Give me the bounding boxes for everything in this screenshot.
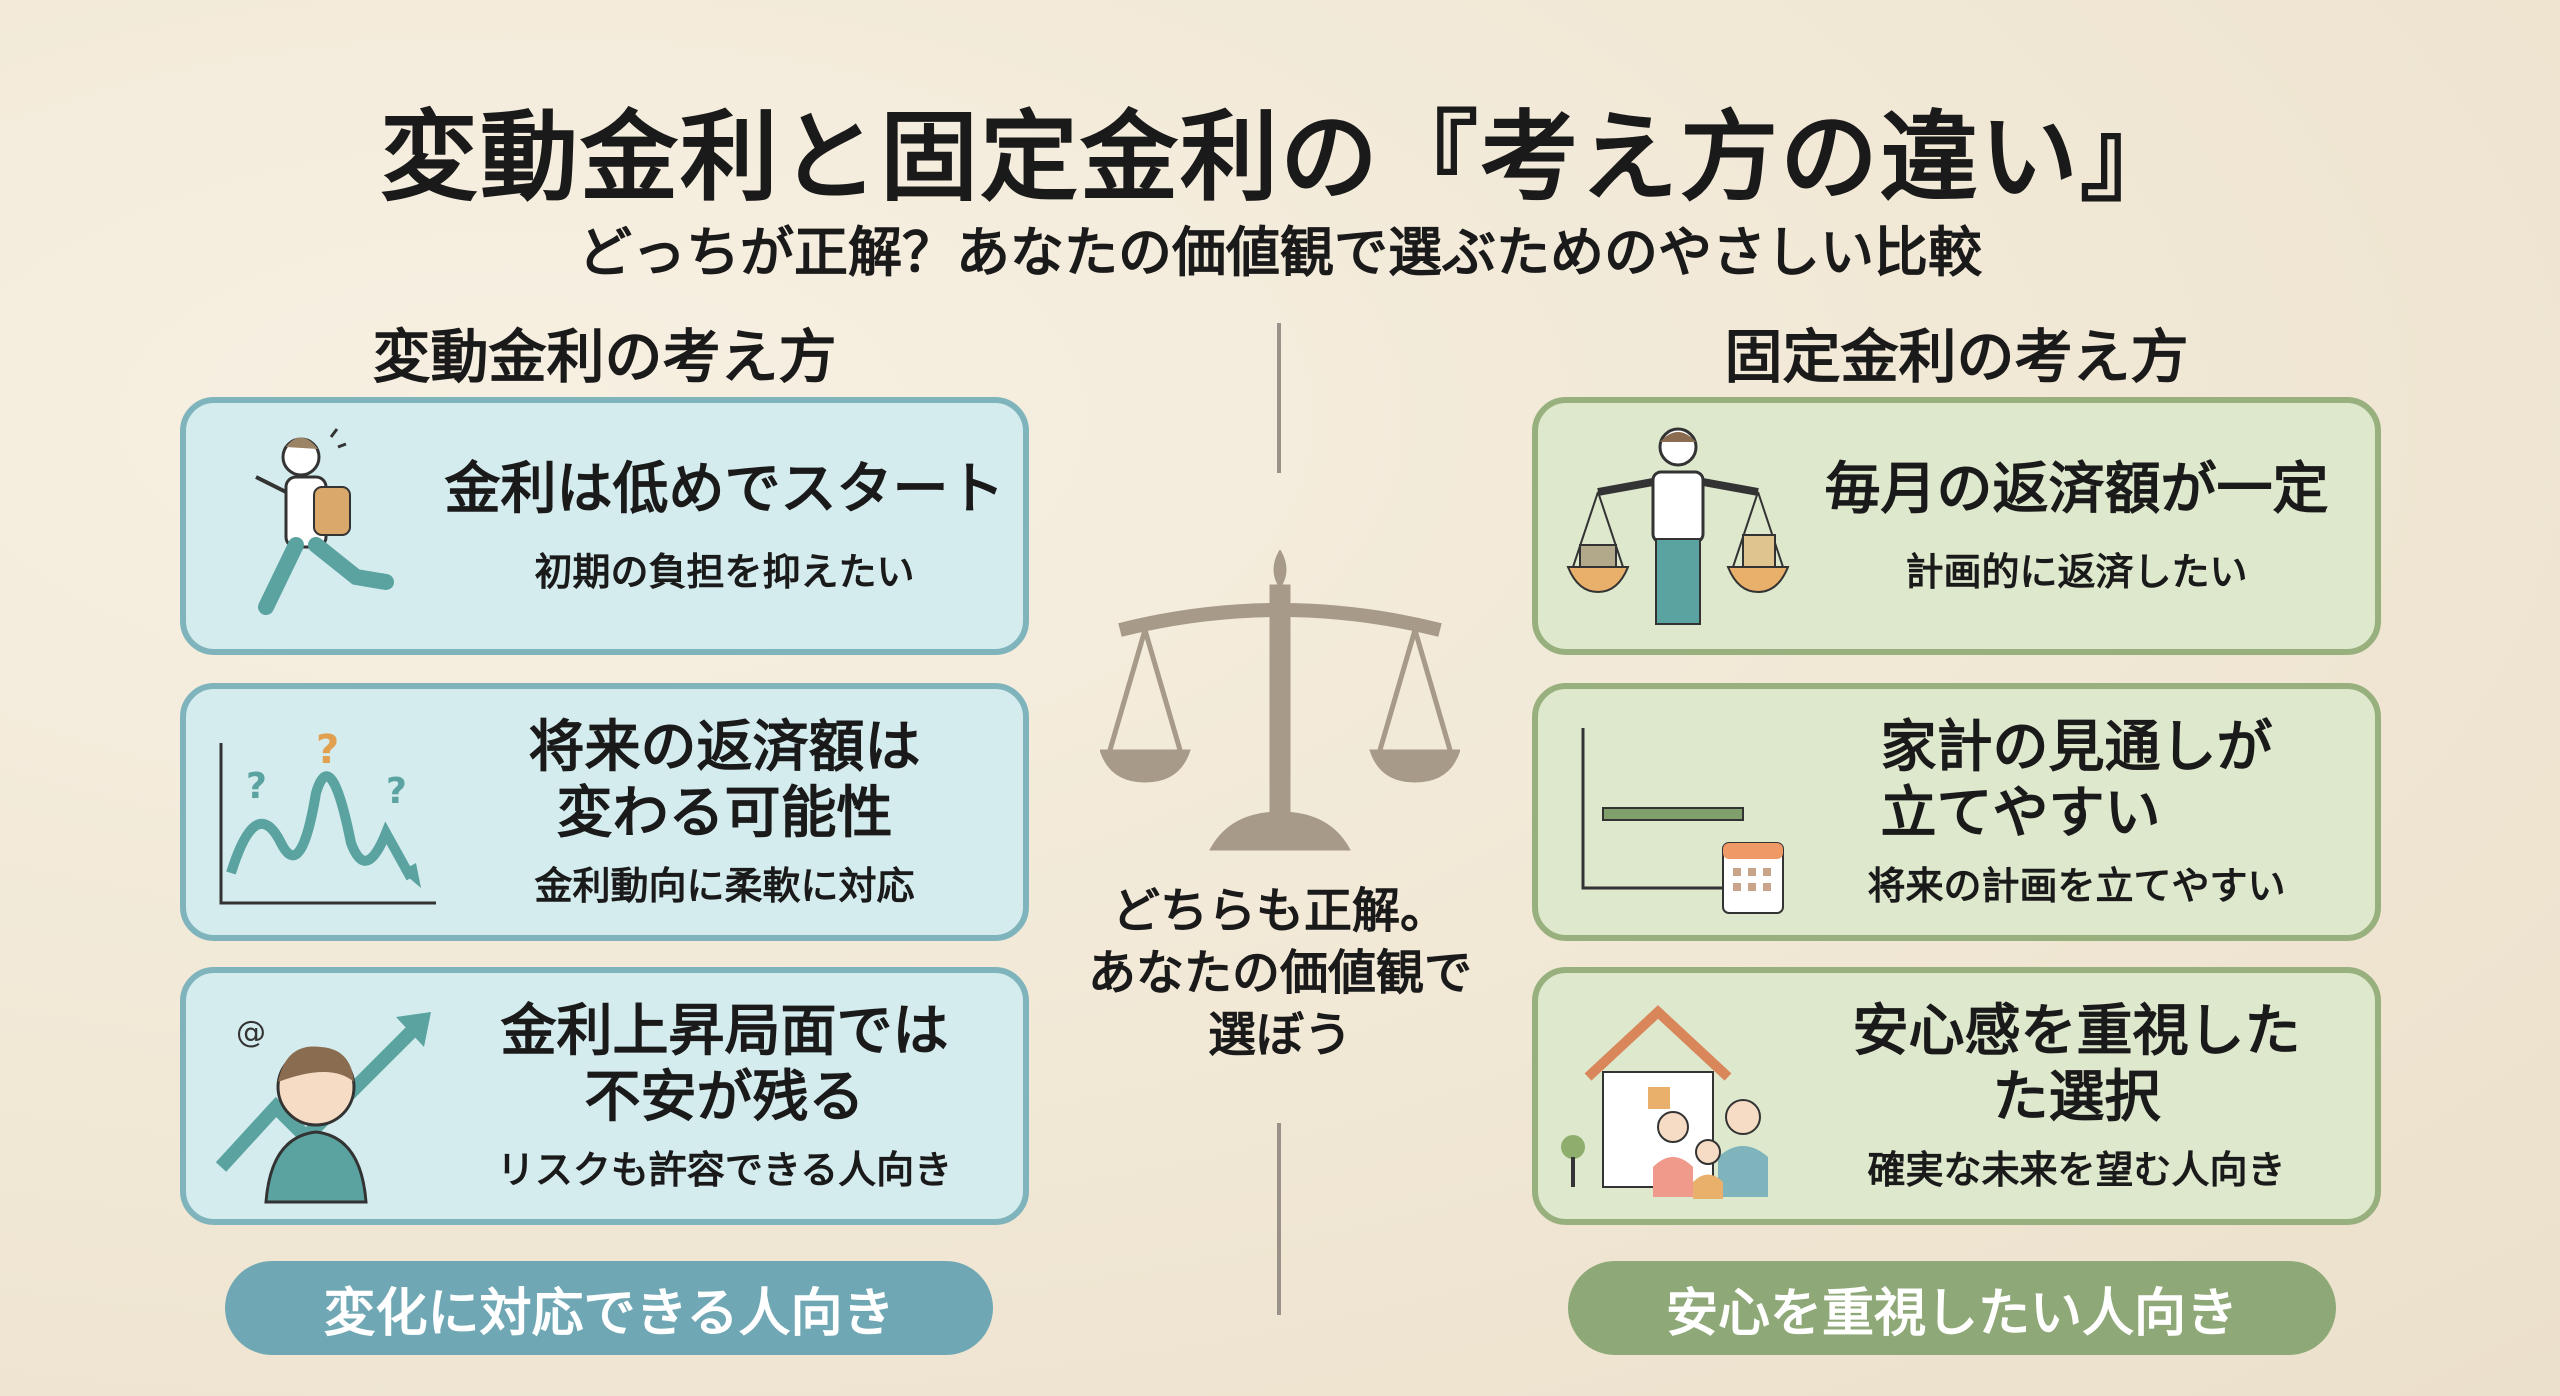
card-subtitle: 金利動向に柔軟に対応 — [534, 863, 915, 908]
svg-text:?: ? — [246, 766, 267, 807]
left-heading: 変動金利の考え方 — [372, 323, 837, 391]
card-title: 金利上昇局面では 不安が残る — [500, 998, 949, 1130]
fixed-card-3: 安心感を重視した た選択確実な未来を望む人向き — [1532, 967, 2381, 1225]
fixed-card-2: 家計の見通しが 立てやすい将来の計画を立てやすい — [1532, 683, 2381, 941]
page-subtitle: どっちが正解？あなたの価値観で選ぶためのやさしい比較 — [578, 221, 1982, 284]
center-divider-bottom — [1277, 1123, 1281, 1315]
fixed-summary-pill: 安心を重視したい人向き — [1568, 1261, 2336, 1355]
family-house-icon — [1561, 1005, 1768, 1199]
variable-card-2: ? ? ? 将来の返済額は 変わる可能性金利動向に柔軟に対応 — [180, 683, 1029, 941]
fluctuating-chart-icon: ? ? ? — [219, 727, 436, 905]
card-subtitle: 将来の計画を立てやすい — [1867, 863, 2286, 908]
svg-text:?: ? — [316, 727, 339, 773]
variable-card-1: 金利は低めでスタート初期の負担を抑えたい — [180, 397, 1029, 655]
person-balance-icon — [1566, 427, 1790, 625]
worried-person-rising-arrow-icon: @ — [215, 1012, 431, 1204]
card-title: 家計の見通しが 立てやすい — [1880, 714, 2273, 846]
svg-text:@: @ — [236, 1015, 266, 1050]
right-heading: 固定金利の考え方 — [1724, 323, 2189, 391]
running-person-icon — [255, 428, 394, 615]
center-divider-top — [1277, 323, 1281, 473]
card-title: 毎月の返済額が一定 — [1824, 456, 2329, 522]
card-title: 金利は低めでスタート — [444, 456, 1005, 522]
card-subtitle: リスクも許容できる人向き — [496, 1147, 953, 1192]
variable-summary-pill: 変化に対応できる人向き — [225, 1261, 993, 1355]
card-title: 将来の返済額は 変わる可能性 — [528, 714, 921, 846]
flat-chart-calendar-icon — [1581, 728, 1784, 914]
card-subtitle: 計画的に返済したい — [1905, 549, 2248, 594]
center-message: どちらも正解。 あなたの価値観で 選ぼう — [1087, 883, 1472, 1063]
card-subtitle: 初期の負担を抑えたい — [534, 549, 915, 594]
fixed-card-1: 毎月の返済額が一定計画的に返済したい — [1532, 397, 2381, 655]
card-title: 安心感を重視した た選択 — [1852, 998, 2301, 1130]
scale-icon — [1100, 550, 1460, 851]
page-title: 変動金利と固定金利の『考え方の違い』 — [379, 101, 2180, 215]
svg-text:?: ? — [386, 771, 407, 812]
variable-card-3: @ 金利上昇局面では 不安が残るリスクも許容できる人向き — [180, 967, 1029, 1225]
card-subtitle: 確実な未来を望む人向き — [1867, 1147, 2286, 1192]
